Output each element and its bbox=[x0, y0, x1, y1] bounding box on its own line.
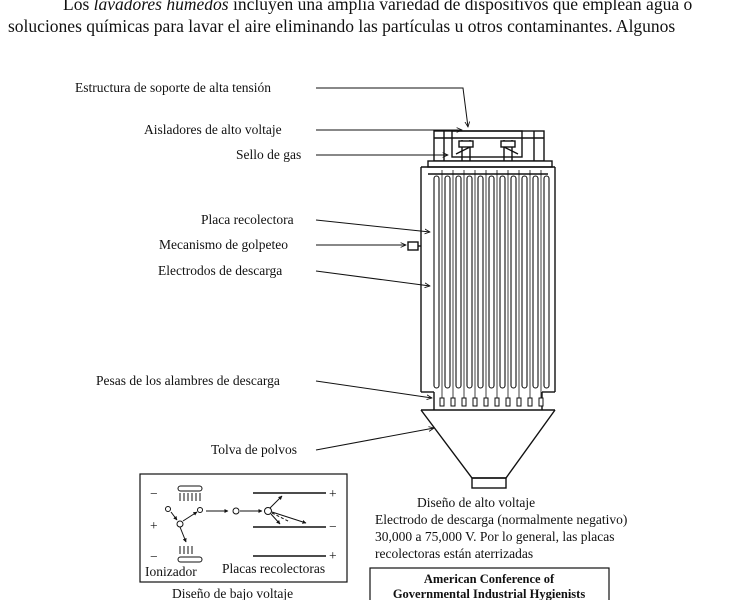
wire-weight bbox=[494, 397, 500, 407]
wire-weight bbox=[538, 397, 544, 407]
wire-weight bbox=[527, 397, 533, 407]
intro-line-1-end: incluyen una amplia variedad de disposit… bbox=[228, 0, 693, 14]
ionizer-top-electrode bbox=[177, 485, 203, 492]
wire-weight bbox=[483, 397, 489, 407]
hopper-outlet bbox=[471, 477, 507, 489]
collecting-plate bbox=[510, 175, 517, 389]
insulator-right bbox=[500, 140, 516, 148]
rapper-box bbox=[407, 241, 419, 251]
plate-minus: − bbox=[329, 519, 337, 534]
ionizer-minus-bottom: − bbox=[150, 549, 158, 564]
wire-weights bbox=[439, 397, 544, 407]
collecting-plate bbox=[543, 175, 550, 389]
discharge-electrodes bbox=[441, 170, 542, 398]
collecting-plate bbox=[466, 175, 473, 389]
ionizer-plus: + bbox=[150, 518, 158, 533]
callouts: Estructura de soporte de alta tensión Ai… bbox=[75, 80, 468, 457]
ionizer-minus-top: − bbox=[150, 486, 158, 501]
roof-plate bbox=[427, 160, 553, 168]
high-voltage-title: Diseño de alto voltaje bbox=[417, 495, 535, 510]
intro-line-1-start: Los bbox=[63, 0, 94, 14]
plate-plus-top: + bbox=[329, 486, 337, 501]
label-wire-weights: Pesas de los alambres de descarga bbox=[96, 373, 280, 388]
wire-weight bbox=[516, 397, 522, 407]
collecting-plate bbox=[532, 175, 539, 389]
wire-weight bbox=[461, 397, 467, 407]
label-collecting-plate: Placa recolectora bbox=[201, 212, 294, 227]
intro-line-1: Los lavadores húmedos incluyen una ampli… bbox=[63, 0, 692, 15]
collecting-plate bbox=[444, 175, 451, 389]
collecting-plate bbox=[499, 175, 506, 389]
collecting-plate bbox=[521, 175, 528, 389]
collecting-plates-label: Placas recolectoras bbox=[222, 561, 325, 576]
inset-frame bbox=[139, 473, 348, 583]
intro-line-2: soluciones químicas para lavar el aire e… bbox=[8, 16, 676, 36]
wire-weight bbox=[450, 397, 456, 407]
high-voltage-description: Diseño de alto voltaje Electrodo de desc… bbox=[375, 495, 627, 561]
credit-box: American Conference of Governmental Indu… bbox=[369, 567, 610, 600]
collecting-plates bbox=[433, 175, 550, 389]
high-voltage-line-3: recolectoras están aterrizadas bbox=[375, 546, 533, 561]
ionizer-label: Ionizador bbox=[145, 564, 197, 579]
collecting-plate bbox=[433, 175, 440, 389]
high-voltage-line-2: 30,000 a 75,000 V. Por lo general, las p… bbox=[375, 529, 614, 544]
label-dust-hopper: Tolva de polvos bbox=[211, 442, 297, 457]
collecting-plate bbox=[488, 175, 495, 389]
credit-line-2: Governmental Industrial Hygienists bbox=[393, 587, 586, 600]
label-gas-seal: Sello de gas bbox=[236, 147, 301, 162]
low-voltage-inset: − + − + − + Ionizador Placas recolectora… bbox=[139, 473, 348, 600]
low-voltage-caption: Diseño de bajo voltaje bbox=[172, 586, 293, 600]
ionizer-wire bbox=[176, 520, 184, 528]
plate-plus-bottom: + bbox=[329, 548, 337, 563]
label-rapper: Mecanismo de golpeteo bbox=[159, 237, 288, 252]
ionizer-bottom-electrode bbox=[177, 556, 203, 563]
intro-emphasis: lavadores húmedos bbox=[93, 0, 229, 14]
collecting-plate bbox=[477, 175, 484, 389]
wire-weight bbox=[472, 397, 478, 407]
label-support-structure: Estructura de soporte de alta tensión bbox=[75, 80, 271, 95]
dust-hopper bbox=[420, 409, 556, 479]
collecting-plate bbox=[455, 175, 462, 389]
precipitator-body bbox=[407, 130, 556, 489]
wire-weight bbox=[439, 397, 445, 407]
label-discharge-electrodes: Electrodos de descarga bbox=[158, 263, 282, 278]
wire-weight bbox=[505, 397, 511, 407]
insulator-left bbox=[458, 140, 474, 148]
label-insulators: Aisladores de alto voltaje bbox=[144, 122, 282, 137]
credit-line-1: American Conference of bbox=[424, 572, 555, 586]
high-voltage-line-1: Electrodo de descarga (normalmente negat… bbox=[375, 512, 627, 527]
